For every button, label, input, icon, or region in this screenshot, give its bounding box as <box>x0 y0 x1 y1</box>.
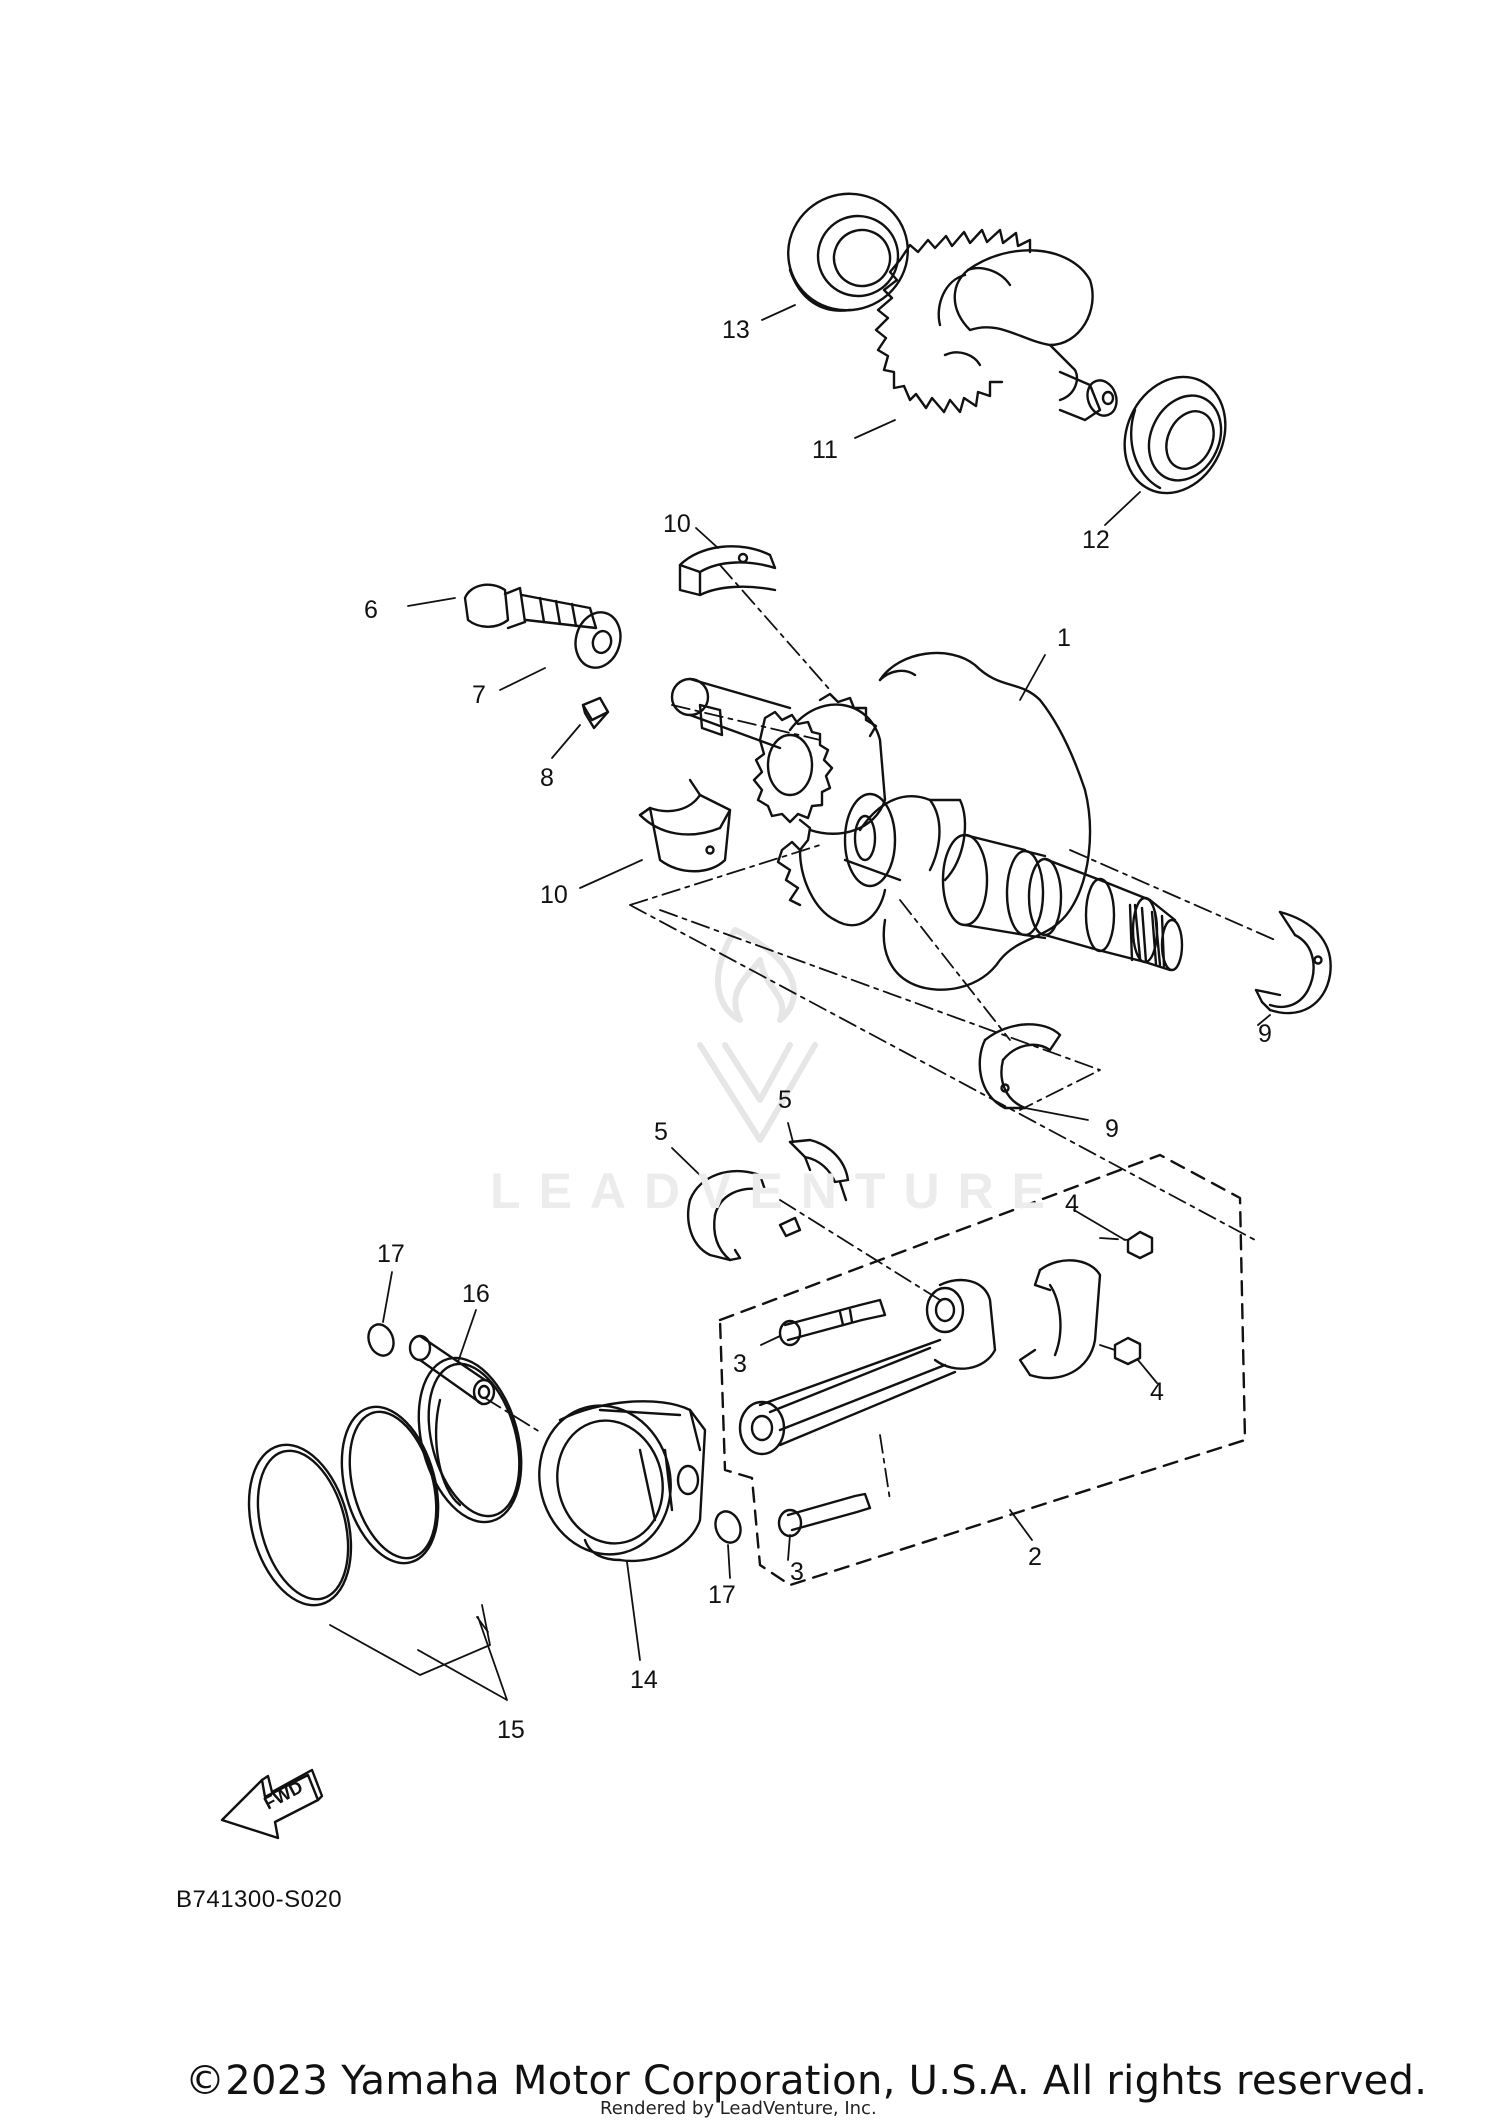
piston-pin-16 <box>408 1334 496 1406</box>
callout-17-right: 17 <box>708 1581 736 1609</box>
callout-13: 13 <box>722 316 750 344</box>
callout-11: 11 <box>812 436 838 464</box>
callout-3-lower: 3 <box>790 1558 804 1586</box>
diagram-code: B741300-S020 <box>176 1886 343 1913</box>
bearing-13 <box>787 192 909 312</box>
callout-12: 12 <box>1082 526 1110 554</box>
callout-14: 14 <box>630 1666 658 1694</box>
callout-6: 6 <box>364 596 378 624</box>
crankshaft-1 <box>670 651 1184 991</box>
rendered-by-text: Rendered by LeadVenture, Inc. <box>600 2098 877 2119</box>
callout-4-upper: 4 <box>1065 1190 1079 1218</box>
watermark-logo <box>697 927 818 1143</box>
bearing-shell-9-right <box>1254 910 1332 1015</box>
callout-17-left: 17 <box>377 1240 405 1268</box>
key-8 <box>581 696 610 730</box>
copyright-notice: ©2023 Yamaha Motor Corporation, U.S.A. A… <box>185 2058 1428 2104</box>
callout-15: 15 <box>497 1716 525 1744</box>
callout-4-lower: 4 <box>1150 1378 1164 1406</box>
callout-2: 2 <box>1028 1543 1042 1571</box>
callout-1: 1 <box>1057 624 1071 652</box>
callout-10-upper: 10 <box>663 510 691 538</box>
callout-9-right: 9 <box>1258 1020 1272 1048</box>
bearing-shell-10-upper <box>678 545 777 597</box>
callout-9-lower: 9 <box>1105 1115 1119 1143</box>
bearing-shell-10-lower <box>638 778 732 873</box>
callout-5-left: 5 <box>654 1118 668 1146</box>
bearing-shell-5-left <box>687 1170 767 1262</box>
fwd-arrow-icon <box>220 1768 324 1840</box>
piston-14 <box>538 1400 707 1563</box>
balancer-shaft-11 <box>874 228 1118 422</box>
washer-7 <box>574 611 622 669</box>
callout-8: 8 <box>540 764 554 792</box>
bearing-shell-5-right <box>778 1138 850 1238</box>
bolt-6 <box>463 583 598 630</box>
piston-pin-clip-17-left <box>367 1323 395 1357</box>
leader-lines <box>329 304 1276 1701</box>
connecting-rod-assembly-2 <box>718 1153 1247 1587</box>
callout-3-upper: 3 <box>733 1350 747 1378</box>
watermark-text: LEADVENTURE <box>490 1163 1064 1219</box>
callout-7: 7 <box>472 681 486 709</box>
callout-16: 16 <box>462 1280 490 1308</box>
bearing-shell-9-lower <box>978 1023 1062 1110</box>
callout-5-right: 5 <box>778 1086 792 1114</box>
piston-pin-clip-17-right <box>714 1510 742 1544</box>
bearing-12 <box>1123 375 1227 495</box>
piston-rings-15 <box>247 1356 523 1607</box>
callout-10-lower: 10 <box>540 881 568 909</box>
